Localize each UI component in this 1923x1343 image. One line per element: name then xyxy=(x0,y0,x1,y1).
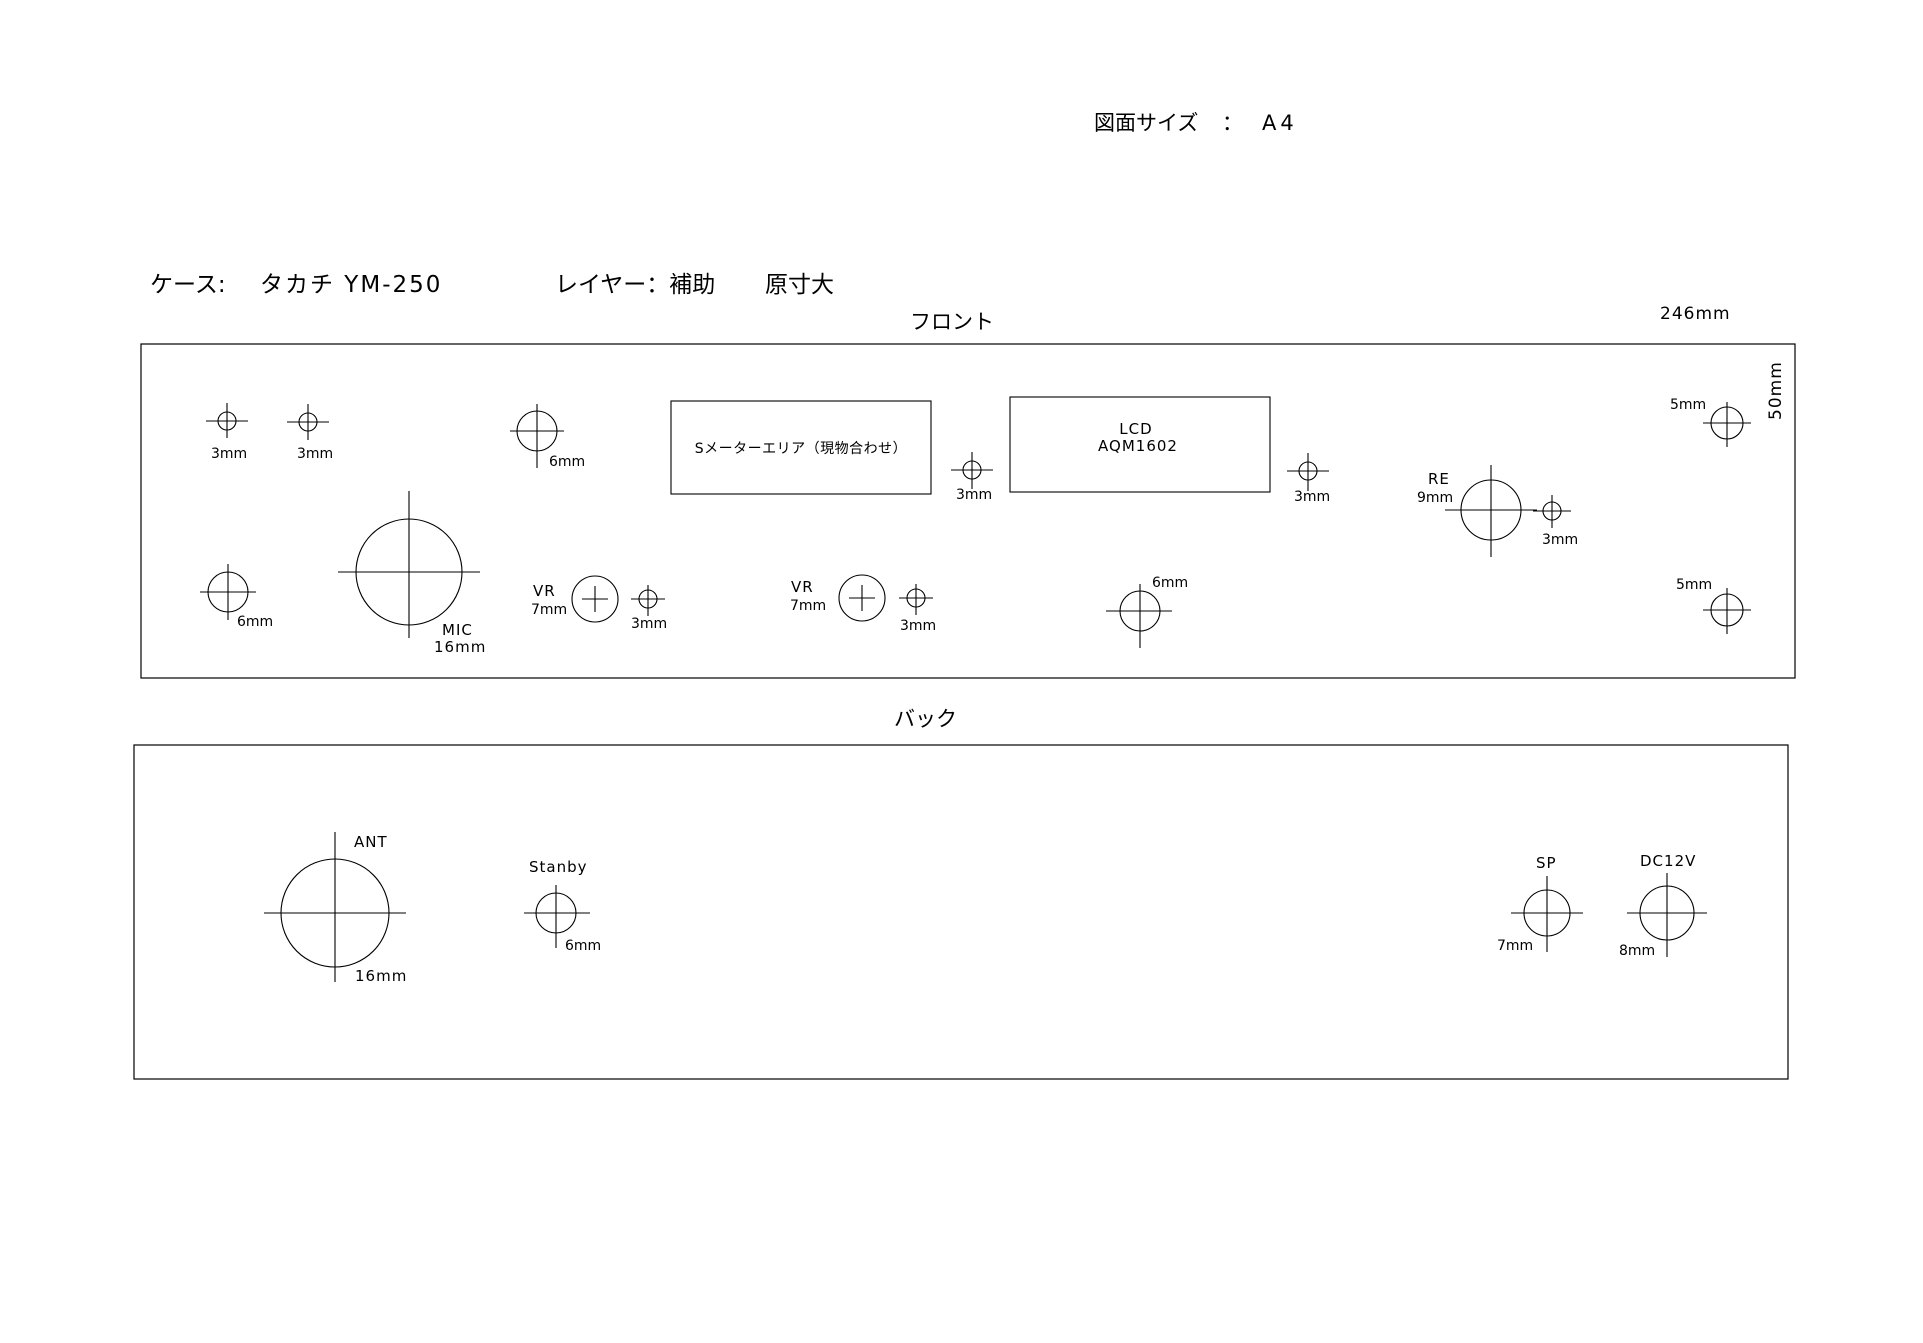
svg-text:3mm: 3mm xyxy=(631,616,667,632)
sheet-size-value: A4 xyxy=(1262,111,1298,135)
front-hole-vr2: VR 7mm xyxy=(790,574,886,622)
front-hole-right-top: 5mm xyxy=(1670,397,1751,447)
lcd-label-line1: LCD xyxy=(1119,420,1152,438)
front-hole-vr2-side: 3mm xyxy=(899,584,936,634)
svg-text:7mm: 7mm xyxy=(790,598,826,614)
layer-label: レイヤー：補助 xyxy=(555,272,715,298)
svg-text:Stanby: Stanby xyxy=(529,858,588,876)
s-meter-area-label: Sメーターエリア（現物合わせ） xyxy=(695,441,907,457)
svg-text:16mm: 16mm xyxy=(355,967,407,985)
front-hole-smeter-right: 3mm xyxy=(951,452,993,503)
svg-text:3mm: 3mm xyxy=(1542,532,1578,548)
svg-text:8mm: 8mm xyxy=(1619,943,1655,959)
lcd-label-line2: AQM1602 xyxy=(1098,437,1178,455)
svg-text:VR: VR xyxy=(791,578,814,596)
front-hole-bottom6: 6mm xyxy=(1106,575,1188,648)
front-hole-vr1: VR 7mm xyxy=(531,575,619,623)
svg-text:7mm: 7mm xyxy=(1497,938,1533,954)
back-panel-outline xyxy=(133,744,1789,1080)
back-hole-sp: SP 7mm xyxy=(1497,854,1583,954)
front-hole-tl2: 3mm xyxy=(287,404,333,462)
svg-text:3mm: 3mm xyxy=(956,487,992,503)
svg-text:16mm: 16mm xyxy=(434,638,486,656)
svg-text:SP: SP xyxy=(1536,854,1557,872)
svg-text:7mm: 7mm xyxy=(531,602,567,618)
front-panel-outline xyxy=(140,343,1796,679)
svg-text:6mm: 6mm xyxy=(237,614,273,630)
svg-text:MIC: MIC xyxy=(442,621,473,639)
front-hole-left-bottom: 6mm xyxy=(200,564,273,630)
svg-text:5mm: 5mm xyxy=(1676,577,1712,593)
case-value: タカチ YM-250 xyxy=(260,272,442,298)
front-hole-mic: MIC 16mm xyxy=(338,491,486,656)
svg-text:6mm: 6mm xyxy=(549,454,585,470)
front-title: フロント xyxy=(910,310,994,334)
front-hole-re: RE 9mm xyxy=(1417,465,1537,557)
front-hole-tl1: 3mm xyxy=(206,403,248,462)
sheet-size-label: 図面サイズ xyxy=(1094,111,1198,135)
back-title: バック xyxy=(894,707,957,731)
front-hole-re-side: 3mm xyxy=(1533,495,1578,548)
svg-text:5mm: 5mm xyxy=(1670,397,1706,413)
svg-text:3mm: 3mm xyxy=(211,446,247,462)
back-hole-dc: DC12V 8mm xyxy=(1619,852,1707,959)
scale-label: 原寸大 xyxy=(765,272,834,298)
svg-text:9mm: 9mm xyxy=(1417,490,1453,506)
front-height-label: 50mm xyxy=(1766,361,1786,420)
svg-text:6mm: 6mm xyxy=(565,938,601,954)
svg-text:DC12V: DC12V xyxy=(1640,852,1696,870)
svg-text:RE: RE xyxy=(1428,470,1450,488)
s-meter-area-box xyxy=(670,400,932,495)
front-width-label: 246mm xyxy=(1660,304,1731,324)
svg-text:VR: VR xyxy=(533,582,556,600)
svg-text:3mm: 3mm xyxy=(297,446,333,462)
svg-text:ANT: ANT xyxy=(354,833,388,851)
svg-text:3mm: 3mm xyxy=(900,618,936,634)
lcd-box xyxy=(1009,396,1271,493)
front-hole-right-bottom: 5mm xyxy=(1676,577,1751,634)
back-hole-ant: ANT 16mm xyxy=(264,832,407,985)
svg-text:6mm: 6mm xyxy=(1152,575,1188,591)
sheet-size-colon: ： xyxy=(1222,111,1243,135)
front-hole-vr1-side: 3mm xyxy=(631,585,667,632)
front-hole-top6: 6mm xyxy=(510,404,585,470)
svg-text:3mm: 3mm xyxy=(1294,489,1330,505)
case-label: ケース: xyxy=(150,272,226,298)
front-hole-lcd-right: 3mm xyxy=(1287,453,1330,505)
back-hole-stanby: Stanby 6mm xyxy=(524,858,601,954)
